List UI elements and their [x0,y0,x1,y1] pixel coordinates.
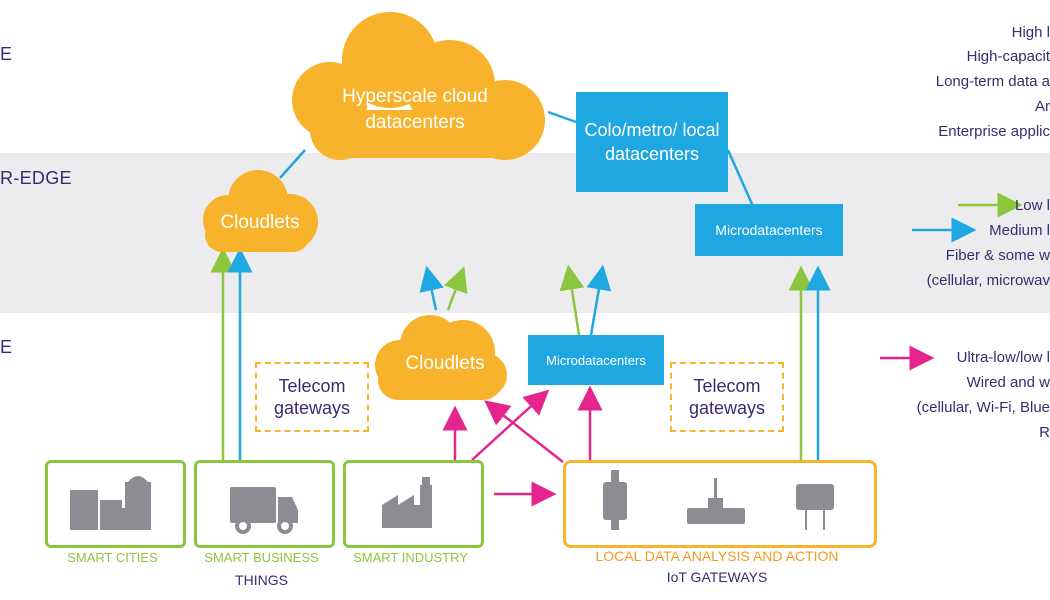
smart-industry-label: SMART INDUSTRY [353,550,468,565]
right-mid-line-3: Fiber & some w [945,247,1050,264]
right-bottom-line-1: Ultra-low/low l [956,349,1050,366]
right-mid-line-2: Medium l [989,222,1050,239]
tier-label-top: E [0,44,13,64]
line-cloudlet-hyperscale [279,149,306,179]
right-top-line-4: Ar [1035,98,1050,115]
cloudlets-upper-label: Cloudlets [220,212,300,233]
sensor-device-icon [603,470,627,530]
smart-business-label: SMART BUSINESS [204,550,319,565]
right-bottom-line-3: (cellular, Wi-Fi, Blue [916,399,1050,416]
arrow-magenta-industry-micro [471,389,550,461]
right-top-line-1: High l [1011,24,1050,41]
microdatacenter-lower-box: Microdatacenters [528,335,664,385]
right-mid-line-4: (cellular, microwav [926,272,1050,289]
line-colo-micro [726,149,754,205]
things-label: THINGS [235,572,288,588]
line-hyperscale-colo [547,110,577,124]
factory-icon [382,477,432,528]
arrow-magenta-gateway-cloudlet [484,400,564,463]
colo-datacenter-box: Colo/metro/ local datacenters [576,92,728,192]
smart-cities-label: SMART CITIES [67,550,158,565]
right-bottom-line-2: Wired and w [966,374,1050,391]
city-buildings-icon [70,476,151,530]
gateway-hub-icon [796,484,834,530]
local-data-label: LOCAL DATA ANALYSIS AND ACTION [595,548,839,564]
microdatacenter-upper-box: Microdatacenters [695,204,843,256]
iot-gateways-label: IoT GATEWAYS [666,569,768,585]
hyperscale-label: Hyperscale cloud datacenters [342,86,488,133]
right-top-line-3: Long-term data a [935,73,1050,90]
telecom-gateway-right: Telecom gateways [670,362,784,432]
smart-business-box [194,460,335,548]
arrow-green-micro [559,264,585,336]
arrow-blue-micro [586,264,612,336]
right-bottom-line-4: R [1039,424,1050,441]
arrow-blue-cloudlet [419,265,444,311]
truck-icon [230,487,298,534]
tier-label-bottom: E [0,337,13,357]
smart-industry-box [343,460,484,548]
arrow-green-cloudlet [443,266,468,311]
right-mid-line-1: Low l [1014,197,1050,214]
telecom-gateway-left: Telecom gateways [255,362,369,432]
right-top-line-5: Enterprise applic [938,123,1050,140]
cloudlets-lower-label: Cloudlets [405,353,485,374]
tier-label-middle: R-EDGE [0,168,72,188]
router-icon [687,478,745,524]
middle-tier-band [0,153,1050,313]
right-top-line-2: High-capacit [966,48,1050,65]
